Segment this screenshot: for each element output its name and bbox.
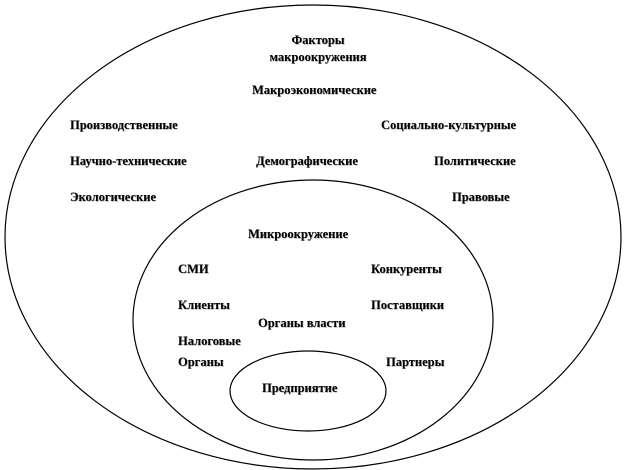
macro-factor-economic: Макроэкономические: [252, 83, 377, 97]
micro-environment-ellipse: [132, 179, 494, 461]
enterprise-title: Предприятие: [262, 381, 338, 395]
enterprise-ellipse: [229, 350, 387, 432]
macro-factor-demographic: Демографические: [256, 154, 358, 168]
micro-factor-tax-line2: Органы: [178, 355, 224, 369]
macro-factor-production: Производственные: [70, 118, 178, 132]
macro-factor-legal: Правовые: [452, 190, 510, 204]
micro-factor-media: СМИ: [178, 262, 209, 276]
micro-factor-partners: Партнеры: [386, 355, 445, 369]
macro-factor-ecological: Экологические: [70, 190, 156, 204]
micro-factor-tax-line1: Налоговые: [178, 334, 241, 348]
macro-title: Факторы макроокружения: [213, 32, 423, 66]
micro-factor-clients: Клиенты: [178, 298, 230, 312]
macro-factor-sociocultural: Социально-культурные: [381, 118, 517, 132]
micro-factor-suppliers: Поставщики: [371, 298, 444, 312]
micro-title: Микроокружение: [248, 227, 349, 241]
micro-factor-authorities: Органы власти: [258, 316, 346, 330]
macro-environment-ellipse: [4, 4, 622, 470]
macro-factor-political: Политические: [434, 154, 516, 168]
micro-factor-competitors: Конкуренты: [371, 262, 442, 276]
macro-title-line1: Факторы: [291, 33, 345, 47]
macro-title-line2: макроокружения: [269, 50, 367, 64]
macro-factor-scientific: Научно-технические: [70, 154, 187, 168]
